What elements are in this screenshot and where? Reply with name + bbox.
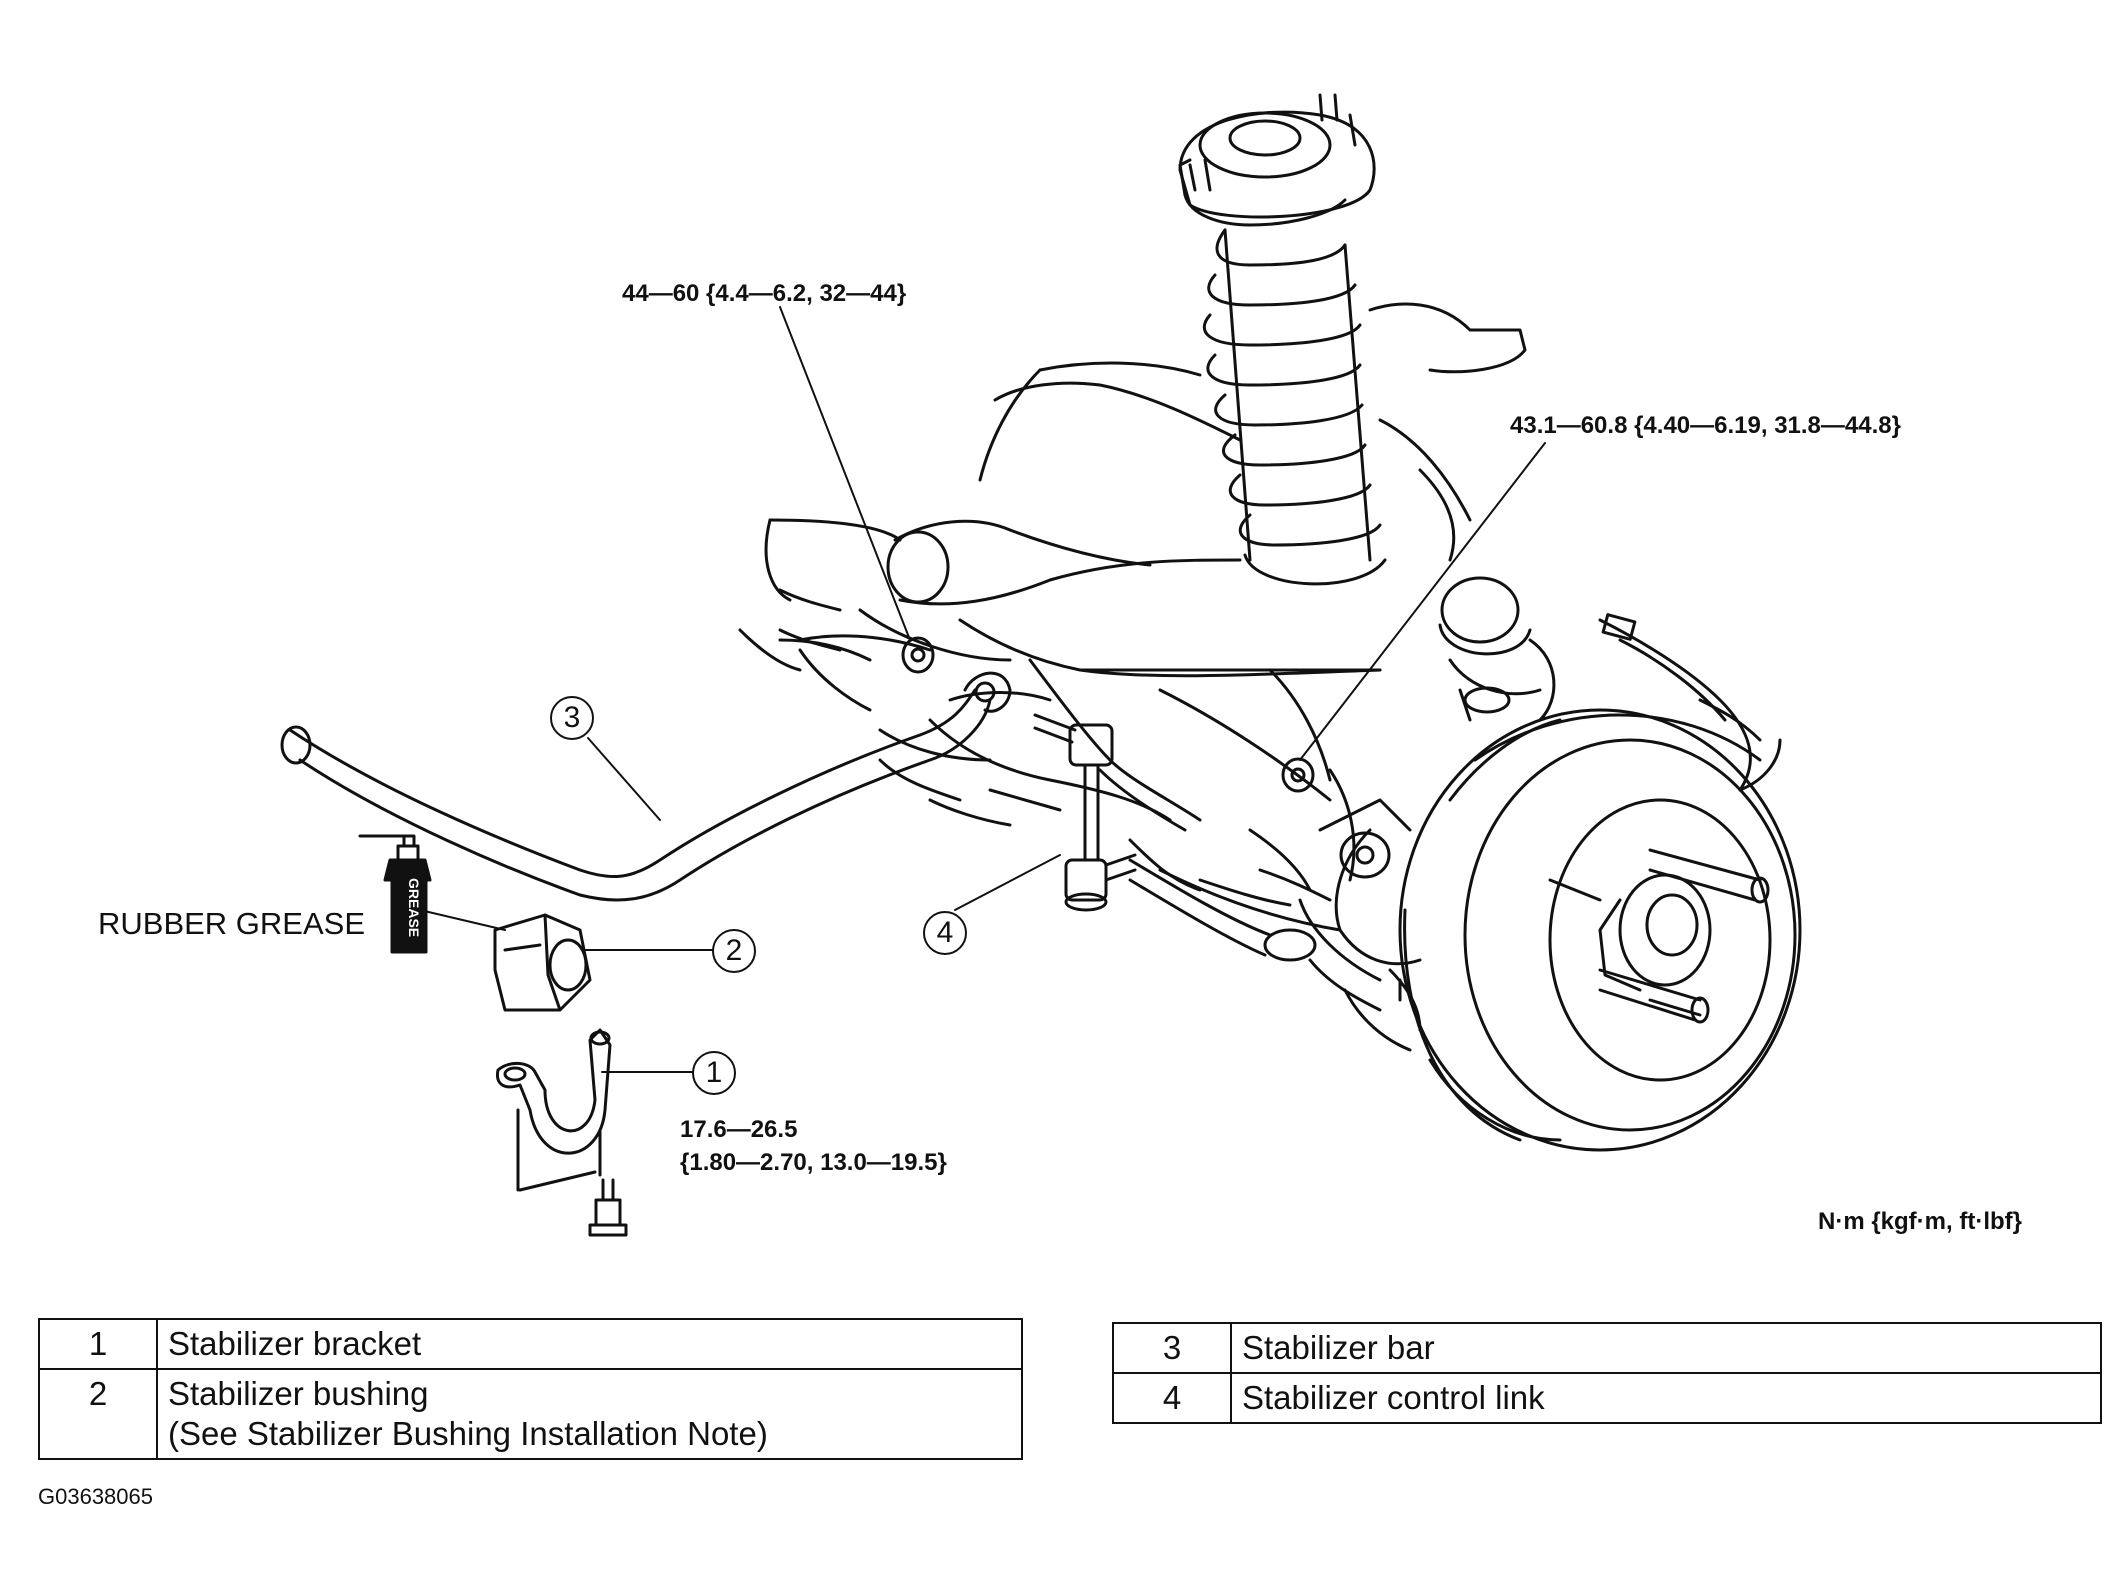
brake-caliper (1598, 613, 1782, 792)
torque-spec-link-upper: 44—60 {4.4—6.2, 32—44} (622, 280, 907, 307)
grease-can-label: GREASE (406, 878, 422, 937)
legend-row: 2 Stabilizer bushing (See Stabilizer Bus… (38, 1368, 1023, 1460)
legend-description: Stabilizer bracket (156, 1318, 1023, 1370)
torque-spec-bracket-line2: {1.80—2.70, 13.0—19.5} (680, 1149, 947, 1176)
stabilizer-bracket (495, 1028, 612, 1192)
strut-assembly (1178, 93, 1527, 586)
legend-description: Stabilizer bar (1230, 1322, 2102, 1374)
legend-row: 3 Stabilizer bar (1112, 1322, 2102, 1374)
legend-number: 1 (38, 1318, 158, 1370)
legend-description-line2: (See Stabilizer Bushing Installation Not… (168, 1415, 768, 1452)
tie-rod (1128, 858, 1422, 1052)
legend-description: Stabilizer control link (1230, 1372, 2102, 1424)
upper-link-nut (901, 636, 935, 674)
lower-link-nut (1281, 757, 1315, 793)
legend-description-line1: Stabilizer bushing (168, 1375, 429, 1412)
bar-mount-area (738, 518, 992, 762)
legend-row: 4 Stabilizer control link (1112, 1372, 2102, 1424)
legend-number: 2 (38, 1368, 158, 1460)
torque-spec-bracket-line1: 17.6—26.5 (680, 1116, 798, 1143)
legend-description: Stabilizer bushing (See Stabilizer Bushi… (156, 1368, 1023, 1460)
legend-row: 1 Stabilizer bracket (38, 1318, 1023, 1370)
legend-number: 4 (1112, 1372, 1232, 1424)
torque-units: N·m {kgf·m, ft·lbf} (1818, 1208, 2022, 1235)
stabilizer-control-link (1033, 713, 1137, 912)
callout-2: 2 (712, 929, 756, 973)
legend-number: 3 (1112, 1322, 1232, 1374)
stabilizer-bar (280, 671, 1012, 902)
callout-4: 4 (923, 911, 967, 955)
leader-lines (419, 306, 1546, 1073)
callout-1: 1 (692, 1051, 736, 1095)
torque-spec-link-lower: 43.1—60.8 {4.40—6.19, 31.8—44.8} (1510, 412, 1901, 439)
wheel-hub (1598, 873, 1712, 992)
ball-joint (1438, 576, 1556, 722)
figure-id: G03638065 (38, 1484, 153, 1509)
bracket-bolt (588, 1178, 628, 1237)
brake-disc (1398, 708, 1802, 1152)
crossmember (768, 361, 1382, 932)
wheel-studs (1548, 848, 1770, 1024)
steering-knuckle (1298, 768, 1422, 982)
rubber-grease-label: RUBBER GREASE (98, 906, 366, 941)
callout-3: 3 (550, 696, 594, 740)
parts-legend-left: 1 Stabilizer bracket 2 Stabilizer bushin… (38, 1318, 1023, 1460)
grease-can-icon (358, 834, 432, 954)
parts-legend-right: 3 Stabilizer bar 4 Stabilizer control li… (1112, 1322, 2102, 1424)
stabilizer-bushing (493, 913, 592, 1012)
